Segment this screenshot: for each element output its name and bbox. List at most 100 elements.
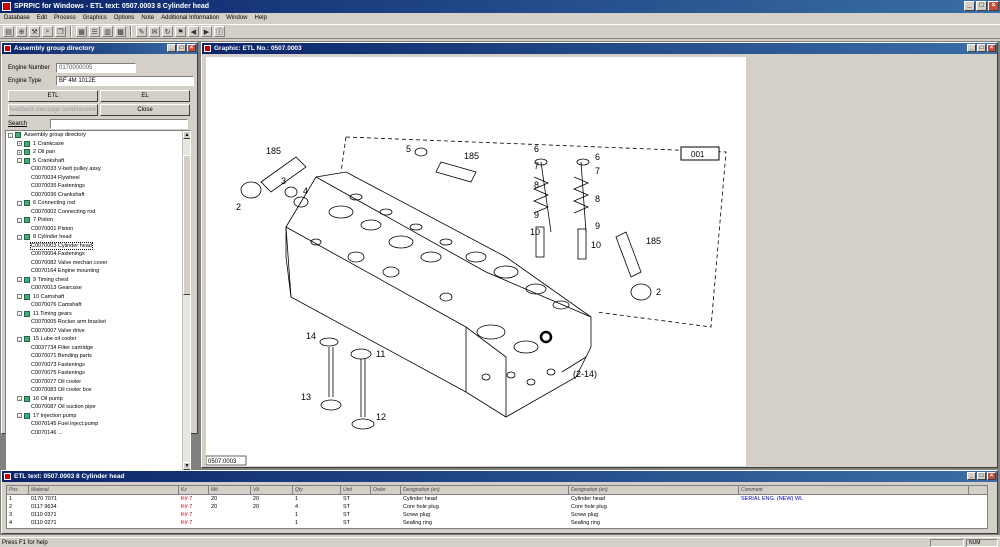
tree-expander-icon[interactable]: -: [17, 336, 22, 342]
menu-item-graphics[interactable]: Graphics: [82, 15, 107, 21]
tool-icon[interactable]: ⚒: [29, 26, 40, 37]
column-header[interactable]: Comment: [739, 486, 969, 494]
tree-item[interactable]: C0070073 Fastenings: [6, 361, 184, 370]
tree-item[interactable]: C0070035 Fastenings: [6, 182, 184, 191]
tree-item[interactable]: C0070076 Camshaft: [6, 301, 184, 310]
pen-icon[interactable]: ✎: [136, 26, 147, 37]
tree-expander-icon[interactable]: -: [8, 132, 13, 138]
column-header[interactable]: Kz: [179, 486, 209, 494]
tree-expander-icon[interactable]: -: [17, 396, 22, 402]
menu-item-process[interactable]: Process: [54, 15, 76, 21]
tree-expander-icon[interactable]: -: [17, 294, 22, 300]
scroll-thumb[interactable]: [183, 155, 190, 295]
etl-minimize-button[interactable]: _: [967, 472, 976, 480]
tree-item[interactable]: C0070146 ...: [6, 429, 184, 438]
column-header[interactable]: Qty: [293, 486, 341, 494]
tree-item[interactable]: -10 Camshaft: [6, 293, 184, 302]
close-button[interactable]: ×: [988, 1, 999, 11]
split-icon[interactable]: ▥: [102, 26, 113, 37]
etl-close-button[interactable]: ×: [987, 472, 996, 480]
tree-item[interactable]: C0070004 Fastenings: [6, 250, 184, 259]
tree-item[interactable]: -15 Lube oil cooler: [6, 335, 184, 344]
list-icon[interactable]: ☰: [89, 26, 100, 37]
tree-expander-icon[interactable]: -: [17, 217, 22, 223]
tree-expander-icon[interactable]: -: [17, 158, 22, 164]
column-header[interactable]: Pos: [7, 486, 29, 494]
tree-item[interactable]: -9 Timing chest: [6, 276, 184, 285]
close-panel-button[interactable]: Close: [100, 104, 190, 116]
table-icon[interactable]: ▦: [76, 26, 87, 37]
tree-item[interactable]: -8 Cylinder head: [6, 233, 184, 242]
menu-item-options[interactable]: Options: [113, 15, 135, 21]
column-header[interactable]: Designation (en): [569, 486, 739, 494]
etl-maximize-button[interactable]: □: [977, 472, 986, 480]
column-header[interactable]: Material: [29, 486, 179, 494]
forward-icon[interactable]: ▶: [201, 26, 212, 37]
tree-item[interactable]: -17 Injection pump: [6, 412, 184, 421]
info-icon[interactable]: ⓘ: [214, 26, 225, 37]
tree-item[interactable]: -16 Oil pump: [6, 395, 184, 404]
el-button[interactable]: EL: [100, 90, 190, 102]
copy-icon[interactable]: ❐: [55, 26, 66, 37]
column-header[interactable]: Mö: [209, 486, 251, 494]
maximize-button[interactable]: □: [976, 1, 987, 11]
search-input[interactable]: [50, 119, 188, 129]
search-icon[interactable]: ⌕: [42, 26, 53, 37]
tree-expander-icon[interactable]: -: [17, 311, 22, 317]
tree-item[interactable]: C0070077 Oil cooler: [6, 378, 184, 387]
tree-item[interactable]: C0070083 Oil cooler box: [6, 386, 184, 395]
engine-type-field[interactable]: BF 4M 1012E: [56, 76, 194, 86]
tree-item[interactable]: C0070005 Rocker arm bracket: [6, 318, 184, 327]
tree-item[interactable]: C0070034 Flywheel: [6, 174, 184, 183]
exploded-view-drawing[interactable]: 185 5 185 6 6 7 7 8 8 9 9 10 10 185: [205, 57, 746, 466]
panel-maximize-button[interactable]: □: [177, 44, 186, 52]
column-header[interactable]: Designation (en): [401, 486, 569, 494]
scroll-down-icon[interactable]: ▼: [183, 462, 190, 470]
back-icon[interactable]: ◀: [188, 26, 199, 37]
column-header[interactable]: Unit: [341, 486, 371, 494]
minimize-button[interactable]: _: [964, 1, 975, 11]
tree-item[interactable]: -7 Piston: [6, 216, 184, 225]
tree-item[interactable]: C0070075 Fastenings: [6, 369, 184, 378]
tree-item[interactable]: -5 Crankshaft: [6, 157, 184, 166]
engine-number-field[interactable]: 0170000005: [56, 63, 136, 73]
zoom-icon[interactable]: ⊕: [16, 26, 27, 37]
graphic-close-button[interactable]: ×: [987, 44, 996, 52]
menu-item-edit[interactable]: Edit: [36, 15, 48, 21]
tree-item[interactable]: C0070087 Oil suction pipe: [6, 403, 184, 412]
print-icon[interactable]: ▤: [3, 26, 14, 37]
tree-expander-icon[interactable]: -: [17, 234, 22, 240]
column-header[interactable]: Vö: [251, 486, 293, 494]
graphic-maximize-button[interactable]: □: [977, 44, 986, 52]
tree-item[interactable]: C0070071 Bending parts: [6, 352, 184, 361]
tree-expander-icon[interactable]: +: [17, 149, 22, 155]
tree-scrollbar[interactable]: ▲ ▼: [182, 131, 190, 470]
tree-item[interactable]: C0070082 Valve mechan.cover: [6, 259, 184, 268]
tree-item[interactable]: C0070002 Connecting rod: [6, 208, 184, 217]
tree-item[interactable]: +1 Crankcase: [6, 140, 184, 149]
menu-item-window[interactable]: Window: [226, 15, 248, 21]
tree-item[interactable]: -Assembly group directory: [6, 131, 184, 140]
menu-item-note[interactable]: Note: [141, 15, 155, 21]
flag-icon[interactable]: ⚑: [175, 26, 186, 37]
tree-item[interactable]: C0070007 Valve drive: [6, 327, 184, 336]
grid-icon[interactable]: ▩: [115, 26, 126, 37]
menu-item-help[interactable]: Help: [254, 15, 267, 21]
tree-item[interactable]: C0070164 Engine mounting: [6, 267, 184, 276]
tree-item[interactable]: C0070033 V-belt pulley assy.: [6, 165, 184, 174]
tree-item[interactable]: +2 Oil pan: [6, 148, 184, 157]
column-header[interactable]: Order: [371, 486, 401, 494]
note-icon[interactable]: ✉: [149, 26, 160, 37]
tree-item[interactable]: -6 Connecting rod: [6, 199, 184, 208]
tree-item[interactable]: C0070003 Cylinder head: [6, 241, 184, 251]
tree-expander-icon[interactable]: -: [17, 413, 22, 419]
tree-expander-icon[interactable]: +: [17, 141, 22, 147]
etl-button[interactable]: ETL: [8, 90, 98, 102]
tree-expander-icon[interactable]: -: [17, 200, 22, 206]
menu-item-additional-information[interactable]: Additional Information: [161, 15, 220, 21]
panel-minimize-button[interactable]: _: [167, 44, 176, 52]
